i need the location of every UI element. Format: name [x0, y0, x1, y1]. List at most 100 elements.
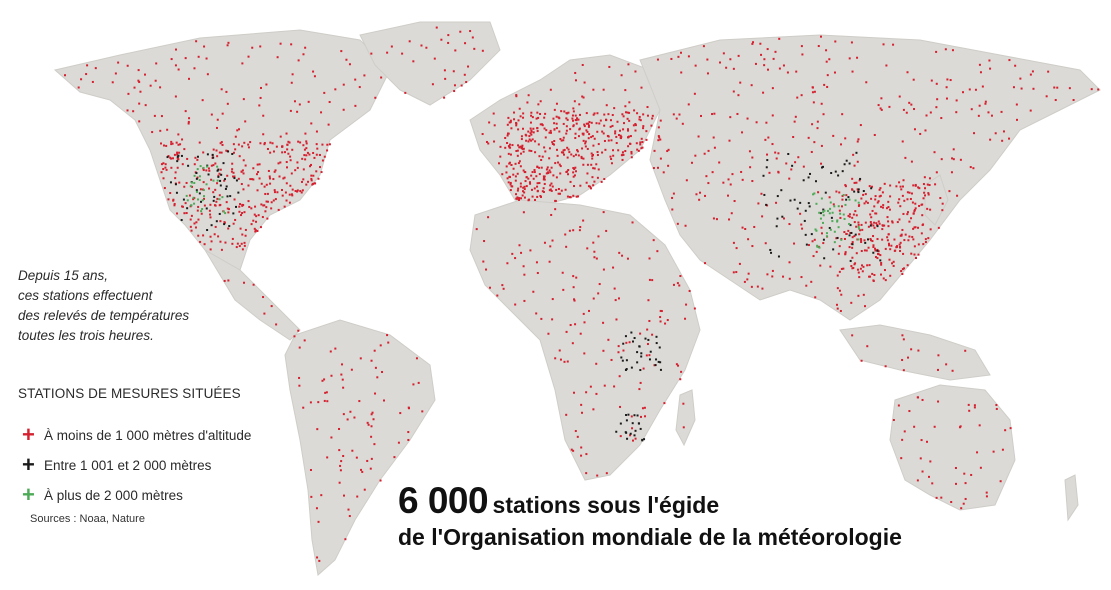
station-dot — [851, 188, 854, 191]
station-dot — [618, 375, 621, 378]
station-dot — [251, 46, 254, 49]
station-dot — [603, 139, 606, 142]
station-dot — [1000, 110, 1003, 113]
station-dot — [626, 117, 629, 120]
station-dot — [1012, 86, 1015, 89]
station-dot — [627, 63, 630, 66]
station-dot — [811, 123, 814, 126]
black-plus-icon: + — [22, 452, 35, 477]
station-dot — [570, 448, 573, 451]
station-dot — [515, 193, 518, 196]
station-dot — [515, 124, 518, 127]
station-dot — [264, 192, 267, 195]
station-dot — [1019, 77, 1022, 80]
station-dot — [910, 348, 913, 351]
station-dot — [933, 425, 936, 428]
station-dot — [240, 170, 243, 173]
station-dot — [307, 180, 310, 183]
station-dot — [887, 206, 890, 209]
station-dot — [574, 79, 577, 82]
station-dot — [995, 407, 998, 410]
station-dot — [813, 90, 816, 93]
station-dot — [310, 122, 313, 125]
station-dot — [829, 207, 832, 210]
station-dot — [626, 437, 629, 440]
station-dot — [859, 238, 862, 241]
station-dot — [906, 264, 909, 267]
station-dot — [694, 64, 697, 67]
station-dot — [681, 122, 684, 125]
station-dot — [638, 115, 641, 118]
station-dot — [579, 113, 582, 116]
station-dot — [587, 122, 590, 125]
station-dot — [218, 151, 221, 154]
station-dot — [842, 213, 845, 216]
station-dot — [822, 113, 825, 116]
station-dot — [216, 165, 219, 168]
station-dot — [370, 425, 373, 428]
station-dot — [910, 160, 913, 163]
station-dot — [832, 203, 835, 206]
station-dot — [221, 112, 224, 115]
station-dot — [899, 241, 902, 244]
station-dot — [613, 107, 616, 110]
station-dot — [178, 181, 181, 184]
station-dot — [829, 265, 832, 268]
station-dot — [176, 151, 179, 154]
station-dot — [206, 73, 209, 76]
station-dot — [182, 198, 185, 201]
station-dot — [618, 251, 621, 254]
station-dot — [166, 156, 169, 159]
station-dot — [524, 180, 527, 183]
station-dot — [297, 329, 300, 332]
station-dot — [820, 232, 823, 235]
station-dot — [373, 443, 376, 446]
station-dot — [85, 73, 88, 76]
station-dot — [505, 171, 508, 174]
station-dot — [818, 246, 821, 249]
station-dot — [903, 430, 906, 433]
station-dot — [516, 172, 519, 175]
station-dot — [800, 276, 803, 279]
station-dot — [809, 172, 812, 175]
station-dot — [302, 406, 305, 409]
station-dot — [381, 370, 384, 373]
station-dot — [560, 139, 563, 142]
station-dot — [712, 136, 715, 139]
station-dot — [820, 197, 823, 200]
station-dot — [807, 244, 810, 247]
station-dot — [903, 267, 906, 270]
station-dot — [517, 128, 520, 131]
station-dot — [856, 188, 859, 191]
legend-item-mid: + Entre 1 001 et 2 000 mètres — [22, 450, 251, 480]
station-dot — [303, 154, 306, 157]
station-dot — [565, 245, 568, 248]
station-dot — [631, 422, 634, 425]
station-dot — [114, 72, 117, 75]
station-dot — [781, 215, 784, 218]
station-dot — [959, 158, 962, 161]
station-dot — [937, 354, 940, 357]
station-dot — [278, 175, 281, 178]
station-dot — [367, 423, 370, 426]
station-dot — [497, 162, 500, 165]
station-dot — [552, 174, 555, 177]
headline-line2: de l'Organisation mondiale de la météoro… — [398, 524, 902, 550]
station-dot — [567, 169, 570, 172]
station-dot — [202, 151, 205, 154]
station-dot — [338, 427, 341, 430]
station-dot — [574, 118, 577, 121]
station-dot — [266, 200, 269, 203]
station-dot — [195, 190, 198, 193]
station-dot — [659, 316, 662, 319]
station-dot — [412, 383, 415, 386]
station-dot — [857, 221, 860, 224]
station-dot — [573, 185, 576, 188]
station-dot — [684, 224, 687, 227]
station-dot — [268, 177, 271, 180]
station-dot — [853, 190, 856, 193]
station-dot — [572, 275, 575, 278]
station-dot — [653, 149, 656, 152]
station-dot — [263, 143, 266, 146]
station-dot — [162, 162, 165, 165]
